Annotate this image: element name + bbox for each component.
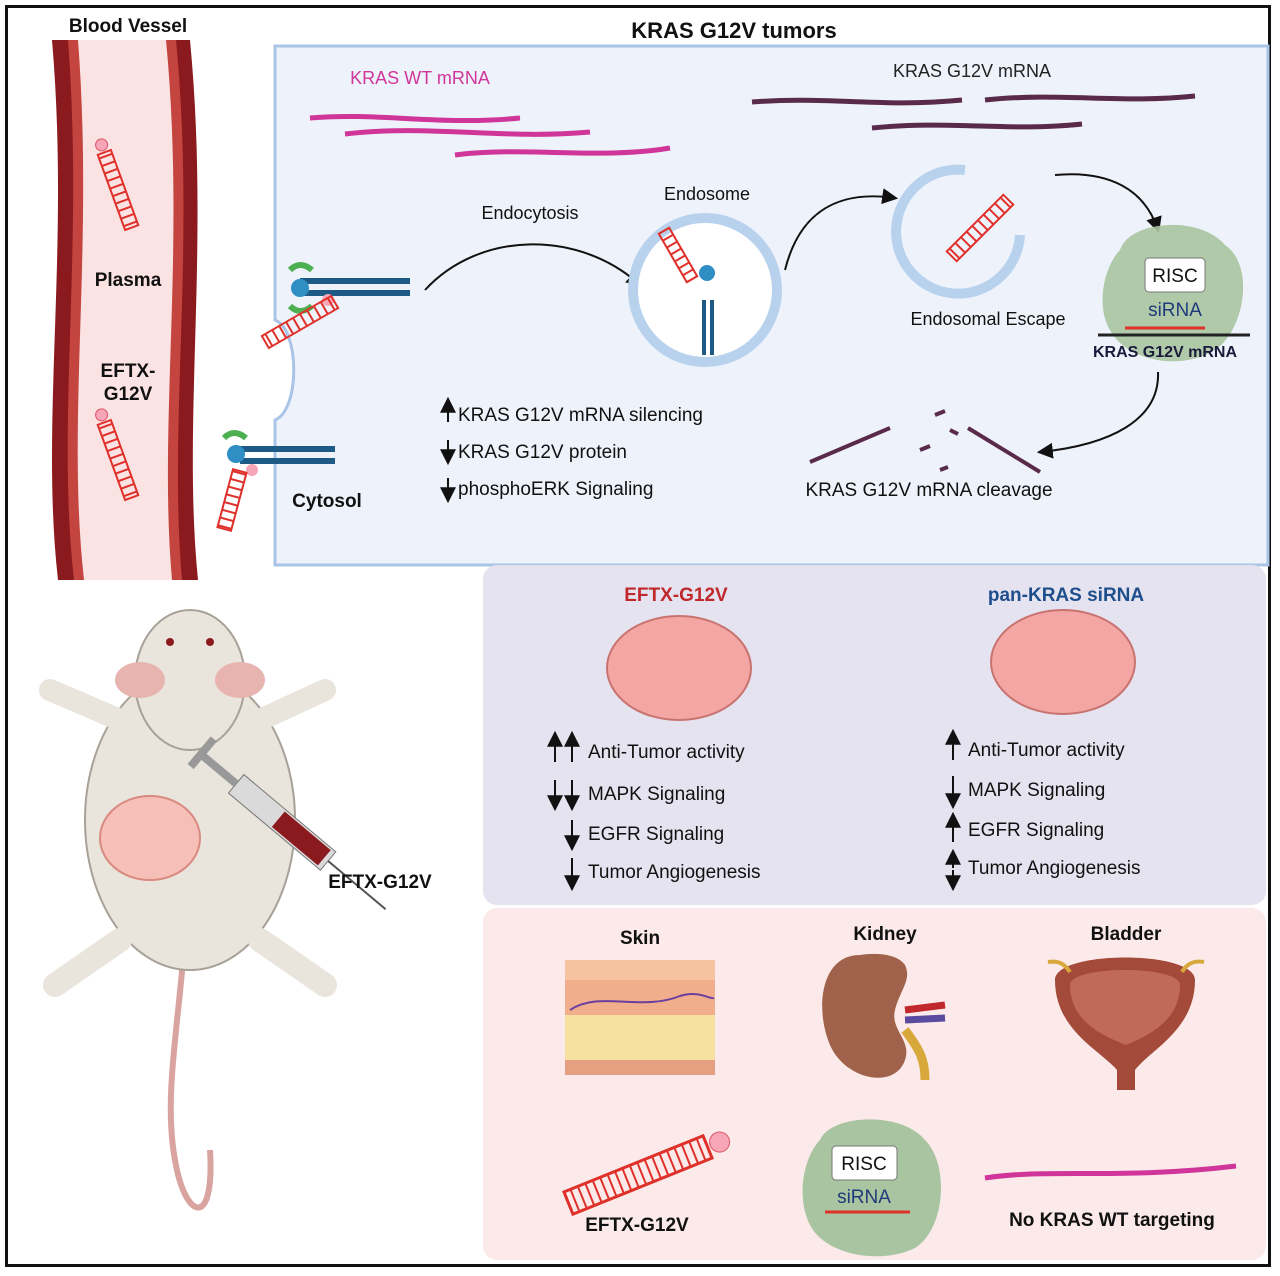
safety-sirna-label: siRNA: [837, 1187, 891, 1208]
endosomal-escape-icon: [891, 164, 1025, 299]
kras-wt-mrna-label: KRAS WT mRNA: [350, 68, 490, 88]
tumor-cluster-icon: [606, 609, 1136, 721]
kras-wt-mrna-icon: [984, 1163, 1237, 1181]
left-effect-item: Tumor Angiogenesis: [588, 862, 761, 883]
cleavage-arrow: [1036, 371, 1160, 459]
risc-label: RISC: [1152, 266, 1197, 287]
figure-frame: [5, 5, 1271, 1267]
left-effect-item: Anti-Tumor activity: [588, 742, 745, 763]
kras-g12v-mrna-icon: [751, 93, 1196, 131]
sirna-label: siRNA: [1148, 300, 1202, 321]
kras-g12v-mrna-label: KRAS G12V mRNA: [893, 61, 1051, 81]
tumor-icon: [99, 795, 201, 881]
effects-list: KRAS G12V mRNA silencing KRAS G12V prote…: [440, 396, 703, 504]
mouse-illustration: [39, 609, 337, 1211]
right-comparison-title: pan-KRAS siRNA: [988, 585, 1145, 606]
left-comparison-title: EFTX-G12V: [624, 585, 728, 606]
bladder-label: Bladder: [1091, 924, 1162, 945]
kidney-label: Kidney: [853, 924, 917, 945]
receptor-complex-icon: [260, 262, 410, 350]
syringe-icon: [187, 736, 387, 910]
blood-vessel-label: Blood Vessel: [69, 16, 187, 37]
skin-label: Skin: [620, 928, 660, 949]
cytosol-label: Cytosol: [292, 491, 362, 512]
risc-target-label: KRAS G12V mRNA: [1093, 344, 1237, 361]
no-wt-targeting-label: No KRAS WT targeting: [1009, 1210, 1215, 1231]
bladder-icon: [1047, 957, 1205, 1090]
right-effect-item: Anti-Tumor activity: [968, 740, 1125, 761]
safety-eftx-label: EFTX-G12V: [585, 1215, 689, 1236]
risc-complex-icon: [802, 1119, 942, 1257]
left-effect-item: MAPK Signaling: [588, 784, 725, 805]
comparison-panel: [483, 565, 1266, 905]
eftx-label-line1: EFTX-: [101, 361, 156, 382]
cleavage-label: KRAS G12V mRNA cleavage: [805, 480, 1052, 501]
sirna-conjugate-icon: [95, 138, 140, 232]
endosome-label: Endosome: [664, 184, 750, 204]
endocytosis-label: Endocytosis: [481, 203, 578, 223]
sirna-conjugate-icon: [95, 408, 140, 502]
left-effect-item: EGFR Signaling: [588, 824, 724, 845]
endocytosis-arrow: [424, 243, 643, 291]
effect-item: KRAS G12V mRNA silencing: [458, 405, 703, 426]
right-effect-item: Tumor Angiogenesis: [968, 858, 1141, 879]
right-effect-item: MAPK Signaling: [968, 780, 1105, 801]
effect-item: phosphoERK Signaling: [458, 479, 653, 500]
risc-complex-icon: [1098, 224, 1250, 362]
kras-wt-mrna-icon: [309, 113, 671, 158]
risc-arrow: [1054, 173, 1162, 234]
endosomal-escape-label: Endosomal Escape: [910, 309, 1065, 329]
blood-vessel: [52, 40, 198, 580]
left-effects: Anti-Tumor activity MAPK Signaling EGFR …: [547, 730, 761, 892]
eftx-label-line2: G12V: [104, 384, 153, 405]
safety-risc-label: RISC: [841, 1154, 886, 1175]
effect-item: KRAS G12V protein: [458, 442, 627, 463]
mouse-treatment-label: EFTX-G12V: [328, 872, 432, 893]
escape-arrow: [784, 188, 899, 271]
kidney-icon: [822, 953, 946, 1081]
panel-title: KRAS G12V tumors: [631, 18, 836, 43]
right-effect-item: EGFR Signaling: [968, 820, 1104, 841]
right-effects: Anti-Tumor activity MAPK Signaling EGFR …: [945, 728, 1141, 892]
sirna-conjugate-icon: [562, 1131, 731, 1217]
endosome-icon: [628, 213, 782, 367]
cleaved-mrna-icon: [809, 409, 1042, 474]
plasma-label: Plasma: [95, 270, 162, 291]
receptor-complex-icon: [216, 430, 335, 533]
skin-icon: [565, 960, 715, 1075]
